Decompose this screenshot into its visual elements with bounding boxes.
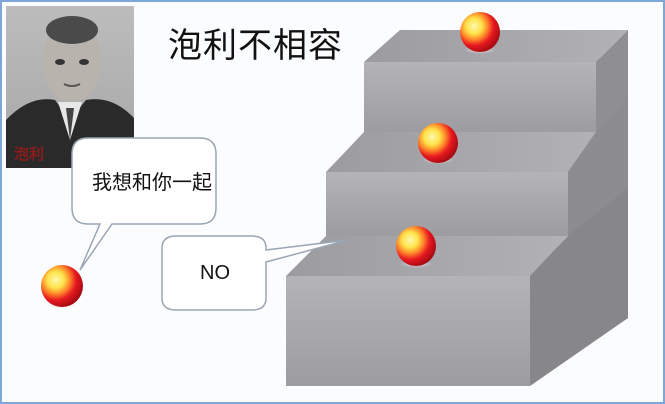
electron-ball-outside (41, 265, 83, 307)
speech-bubble-1 (71, 137, 217, 271)
portrait-label: 泡利 (14, 145, 45, 163)
staircase (286, 30, 628, 386)
electron-ball-middle (418, 123, 458, 163)
page-title: 泡利不相容 (168, 26, 343, 66)
electron-ball-top (460, 12, 500, 52)
electron-ball-bottom (396, 226, 436, 266)
speech-bubble-2 (161, 235, 349, 311)
bubble-text-1: 我想和你一起 (92, 170, 212, 194)
bubble-text-2: NO (200, 262, 230, 284)
